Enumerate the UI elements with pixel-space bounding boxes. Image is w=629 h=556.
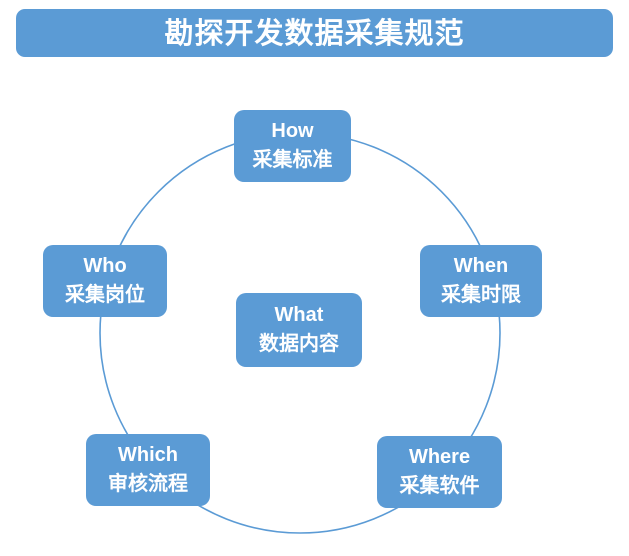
node-what-center[interactable]: What 数据内容 (236, 293, 362, 367)
node-who-label-cn: 采集岗位 (65, 282, 145, 306)
node-where-label-en: Where (408, 446, 471, 468)
node-what-label-en: What (274, 304, 324, 326)
node-how-label-cn: 采集标准 (252, 147, 333, 171)
node-how-label-en: How (271, 120, 314, 142)
node-what-label-cn: 数据内容 (259, 331, 339, 355)
node-which[interactable]: Which 审核流程 (86, 434, 210, 506)
page-title-banner: 勘探开发数据采集规范 (16, 9, 613, 57)
node-when-label-en: When (453, 255, 509, 277)
node-where-label-cn: 采集软件 (399, 473, 480, 497)
node-when[interactable]: When 采集时限 (420, 245, 542, 317)
node-who-label-en: Who (83, 255, 127, 277)
node-when-label-cn: 采集时限 (441, 282, 521, 306)
node-who[interactable]: Who 采集岗位 (43, 245, 167, 317)
node-which-label-cn: 审核流程 (108, 471, 188, 495)
node-which-label-en: Which (118, 444, 178, 466)
node-how[interactable]: How 采集标准 (234, 110, 351, 182)
page-title: 勘探开发数据采集规范 (164, 15, 465, 50)
node-where[interactable]: Where 采集软件 (377, 436, 502, 508)
